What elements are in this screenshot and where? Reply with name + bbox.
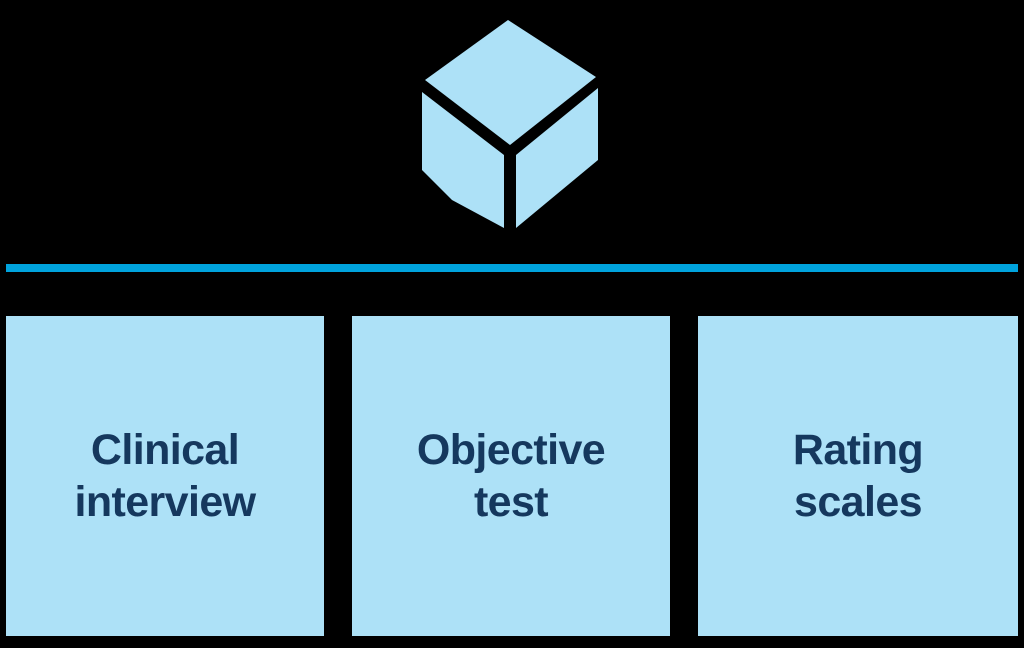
card-objective-test[interactable]: Objective test [352, 316, 670, 636]
divider-rule [6, 264, 1018, 272]
cards-row: Clinical interview Objective test Rating… [6, 316, 1018, 636]
card-label-objective-test: Objective test [416, 425, 606, 526]
cube-icon [412, 14, 612, 238]
card-clinical-interview[interactable]: Clinical interview [6, 316, 324, 636]
cube-left-face [422, 92, 504, 228]
cube-top-face [425, 20, 596, 145]
card-label-rating-scales: Rating scales [792, 425, 924, 526]
card-label-clinical-interview: Clinical interview [74, 425, 256, 526]
cube-right-face [516, 88, 598, 228]
card-rating-scales[interactable]: Rating scales [698, 316, 1018, 636]
cube-icon-graphic [422, 20, 598, 228]
